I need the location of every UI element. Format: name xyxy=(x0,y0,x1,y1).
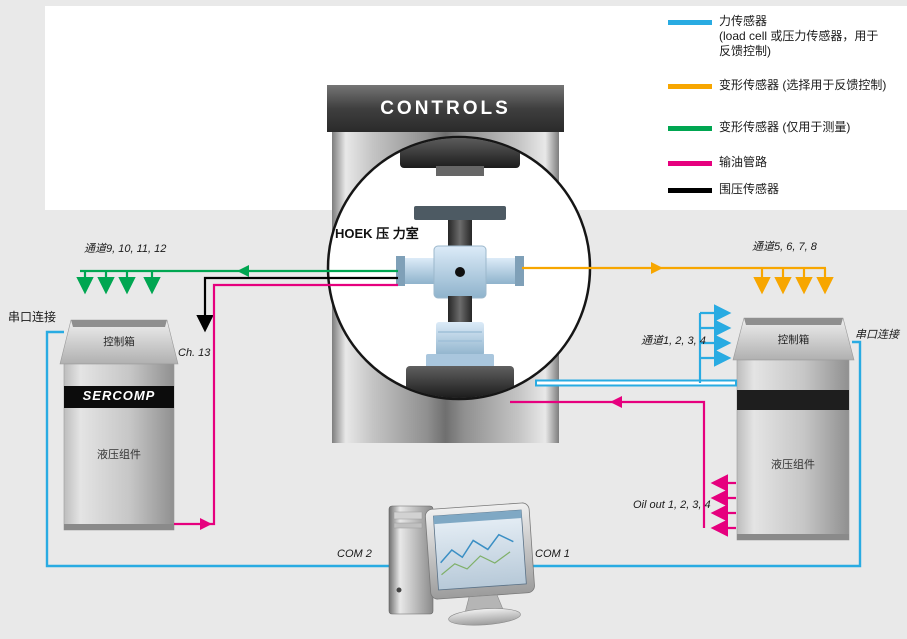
controls-brand: CONTROLS xyxy=(380,97,511,119)
com2-label: COM 2 xyxy=(337,548,372,560)
left-port xyxy=(398,258,442,284)
channels-1-4-label: 通道1, 2, 3, 4 xyxy=(641,335,706,347)
legend-swatch-orange xyxy=(668,84,712,89)
legend-swatch-magenta xyxy=(668,161,712,166)
lower-flange xyxy=(426,354,494,368)
left-control-box-top xyxy=(71,320,167,327)
legend-label: 力传感器 xyxy=(719,14,768,28)
specimen-center xyxy=(455,267,465,277)
legend-item-load-cell: 力传感器 (load cell 或压力传感器，用于 反馈控制) xyxy=(668,14,878,59)
legend-item-oil-line: 输油管路 xyxy=(668,155,767,170)
right-cabinet-base xyxy=(737,534,849,540)
oil-line-right xyxy=(510,400,706,528)
top-spacer xyxy=(436,166,484,176)
legend-item-deform-measure: 变形传感器 (仅用于测量) xyxy=(668,120,850,135)
legend-label: 围压传感器 xyxy=(719,182,780,196)
left-cabinet-base xyxy=(64,524,174,530)
screen-chart-line xyxy=(440,533,514,564)
right-control-box-label: 控制箱 xyxy=(777,334,810,346)
lower-cylinder xyxy=(436,322,484,356)
right-control-box-top xyxy=(744,318,843,325)
left-cabinet xyxy=(59,319,179,531)
confining-pressure-line xyxy=(196,276,398,333)
green-arrow xyxy=(237,265,249,277)
left-port-tip xyxy=(396,256,405,286)
spherical-seat xyxy=(414,206,506,220)
screen-titlebar xyxy=(433,510,522,525)
right-cabinet-body xyxy=(736,359,850,541)
right-port-tip xyxy=(515,256,524,286)
channels-9-12-label: 通道9, 10, 11, 12 xyxy=(84,243,167,255)
com1-label: COM 1 xyxy=(535,548,570,560)
legend-sublabel: 反馈控制) xyxy=(719,44,771,58)
screen-chart-line-2 xyxy=(441,551,511,576)
lower-piston xyxy=(448,296,472,324)
legend-sublabel: (load cell 或压力传感器，用于 xyxy=(719,29,879,43)
hoek-cell xyxy=(396,138,524,398)
right-dark-band xyxy=(737,390,849,410)
legend-label: 输油管路 xyxy=(719,155,768,169)
right-serial-label: 串口连接 xyxy=(855,329,899,341)
left-serial-label: 串口连接 xyxy=(8,310,57,324)
legend: 力传感器 (load cell 或压力传感器，用于 反馈控制) 变形传感器 (选… xyxy=(668,8,903,203)
monitor-base xyxy=(448,608,521,626)
orange-arrow xyxy=(651,262,663,274)
channels-5-8-label: 通道5, 6, 7, 8 xyxy=(752,241,817,253)
legend-swatch-green xyxy=(668,126,712,131)
oil-line-left xyxy=(174,283,398,526)
right-port xyxy=(478,258,522,284)
drive-bay xyxy=(393,511,423,520)
hoek-cell-zoom xyxy=(326,135,592,401)
oil-arrow-left xyxy=(200,518,212,530)
legend-swatch-black xyxy=(668,188,712,193)
frame-crosshead xyxy=(327,85,564,132)
left-control-box-label: 控制箱 xyxy=(103,336,135,348)
legend-swatch-blue xyxy=(668,20,712,25)
legend-item-deform-feedback: 变形传感器 (选择用于反馈控制) xyxy=(668,78,886,93)
right-cabinet xyxy=(732,317,855,541)
legend-item-confining-pressure: 围压传感器 xyxy=(668,182,779,197)
power-button xyxy=(396,587,402,593)
channel-13-label: Ch. 13 xyxy=(178,347,211,359)
oil-arrow-mid xyxy=(610,396,622,408)
drive-bay xyxy=(393,522,423,529)
left-hydraulic-label: 液压组件 xyxy=(97,449,141,461)
sercomp-brand: SERCOMP xyxy=(82,388,156,403)
left-brand-band xyxy=(64,386,174,408)
top-platen xyxy=(400,138,520,168)
legend-label: 变形传感器 (选择用于反馈控制) xyxy=(719,78,887,92)
oil-out-label: Oil out 1, 2, 3, 4 xyxy=(633,499,711,511)
bottom-platen xyxy=(406,366,514,398)
pc-monitor xyxy=(424,502,535,626)
legend-label: 变形传感器 (仅用于测量) xyxy=(719,120,851,134)
computer xyxy=(388,502,535,626)
hoek-cell-label: HOEK 压 力室 xyxy=(335,226,419,241)
right-hydraulic-label: 液压组件 xyxy=(771,459,815,471)
